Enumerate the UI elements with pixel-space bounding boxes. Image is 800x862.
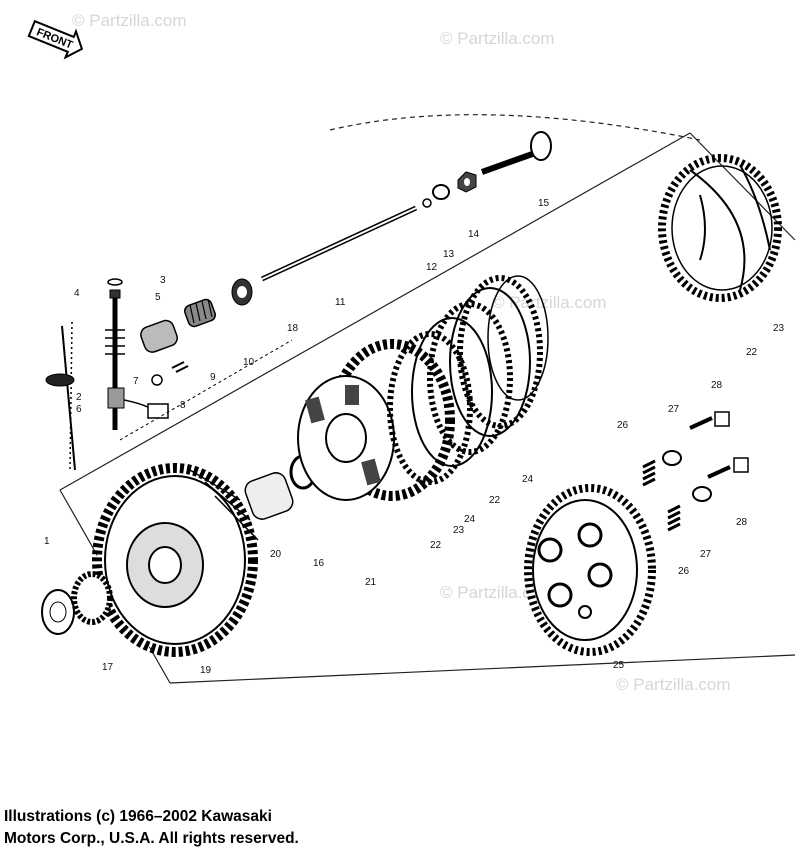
outer-housing-gear	[92, 463, 259, 657]
callout-16: 16	[313, 558, 325, 569]
callout-26a: 26	[617, 420, 629, 431]
copyright-line-2: Motors Corp., U.S.A. All rights reserved…	[4, 830, 299, 847]
callout-15: 15	[538, 198, 550, 209]
callout-28b: 28	[736, 517, 748, 528]
watermark: © Partzilla.com	[440, 583, 555, 602]
pressure-plate	[524, 484, 656, 656]
tach-drive-assembly	[45, 278, 189, 471]
rear-plates	[658, 154, 782, 302]
clutch-plates	[387, 275, 549, 485]
callout-7: 7	[133, 376, 139, 387]
callout-4: 4	[74, 288, 80, 299]
callout-17: 17	[102, 662, 114, 673]
worm-gear-sleeve	[140, 298, 216, 353]
adjuster-washer	[432, 184, 450, 200]
callout-2: 2	[76, 392, 82, 403]
callout-26b: 26	[678, 566, 690, 577]
callout-14: 14	[468, 229, 480, 240]
copyright-line-1: Illustrations (c) 1966–2002 Kawasaki	[4, 808, 272, 825]
callout-25: 25	[613, 660, 625, 671]
callout-10: 10	[243, 357, 255, 368]
callout-27a: 27	[668, 404, 680, 415]
guide-line	[119, 339, 293, 441]
callout-9: 9	[210, 372, 216, 383]
callout-28a: 28	[711, 380, 723, 391]
callout-22c: 22	[746, 347, 758, 358]
callout-1: 1	[44, 536, 50, 547]
watermark: © Partzilla.com	[440, 29, 555, 48]
spacer-sleeve	[244, 472, 294, 520]
callout-24b: 24	[522, 474, 534, 485]
watermark: © Partzilla.com	[616, 675, 731, 694]
push-rod-mushroom	[480, 131, 552, 175]
callout-22a: 22	[430, 540, 442, 551]
copyright-notice: Illustrations (c) 1966–2002 Kawasaki Mot…	[4, 806, 524, 850]
callout-12: 12	[426, 262, 438, 273]
lock-nut	[457, 171, 477, 193]
watermark: © Partzilla.com	[72, 11, 187, 30]
steel-ball	[422, 198, 432, 208]
watermark: © Partzilla.com	[492, 293, 607, 312]
springs-and-bolts	[642, 411, 749, 532]
clutch-exploded-diagram: © Partzilla.com © Partzilla.com © Partzi…	[27, 11, 796, 694]
callout-21: 21	[365, 577, 377, 588]
callout-24a: 24	[464, 514, 476, 525]
callouts: 1 2 3 4 5 6 7 8 9 10 11 12 13 14 15 16 1…	[44, 198, 785, 676]
callout-19: 19	[200, 665, 212, 676]
callout-22b: 22	[489, 495, 501, 506]
callout-27b: 27	[700, 549, 712, 560]
callout-8: 8	[180, 400, 186, 411]
tach-gear	[41, 571, 113, 635]
callout-18: 18	[287, 323, 299, 334]
callout-13: 13	[443, 249, 455, 260]
clutch-hub	[297, 339, 455, 501]
callout-23b: 23	[773, 323, 785, 334]
callout-23a: 23	[453, 525, 465, 536]
callout-11: 11	[335, 297, 346, 308]
callout-3: 3	[160, 275, 166, 286]
callout-6: 6	[76, 404, 82, 415]
callout-5: 5	[155, 292, 161, 303]
watermarks: © Partzilla.com © Partzilla.com © Partzi…	[72, 11, 731, 694]
bearing	[231, 278, 253, 306]
callout-20: 20	[270, 549, 282, 560]
